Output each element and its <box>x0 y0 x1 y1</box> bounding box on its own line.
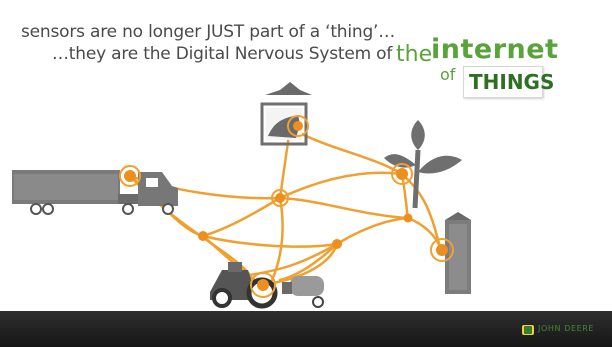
logo-things-box: THINGS <box>463 66 554 98</box>
sensor-ring-tractor <box>250 272 276 298</box>
logo-of: of <box>440 65 456 84</box>
sensor-dot-truck <box>124 170 136 182</box>
footer-bar <box>0 311 612 347</box>
headline-line1: sensors are no longer JUST part of a ‘th… <box>21 22 396 42</box>
sensor-dot-tractor <box>257 279 269 291</box>
sensor-ring-plant <box>391 163 413 185</box>
network-node <box>332 239 342 249</box>
sensor-ring-frame <box>287 115 309 137</box>
deer-icon <box>524 326 532 334</box>
sensor-rings <box>119 115 454 298</box>
silo-icon <box>445 212 471 294</box>
network-node <box>198 231 208 241</box>
plant-icon <box>384 120 462 209</box>
truck-icon <box>12 170 178 215</box>
sensor-ring-truck <box>119 165 141 187</box>
network-nodes <box>198 189 413 249</box>
sensor-ring-silo <box>430 238 454 262</box>
network-node <box>403 213 413 223</box>
logo-the: the <box>396 42 433 67</box>
footer-brand: JOHN DEERE <box>538 324 595 333</box>
sensor-dot-plant <box>396 168 408 180</box>
network-node-large <box>271 189 289 207</box>
network-node <box>275 193 285 203</box>
headline-line2: …they are the Digital Nervous System of <box>52 44 393 64</box>
logo-internet: internet <box>431 34 559 65</box>
internet-of-things-logo: the internet of THINGS <box>396 34 558 100</box>
sensor-dot-silo <box>436 244 448 256</box>
network-lines <box>128 126 444 287</box>
sensor-dot-frame <box>293 121 303 131</box>
logo-things: THINGS <box>469 70 555 94</box>
